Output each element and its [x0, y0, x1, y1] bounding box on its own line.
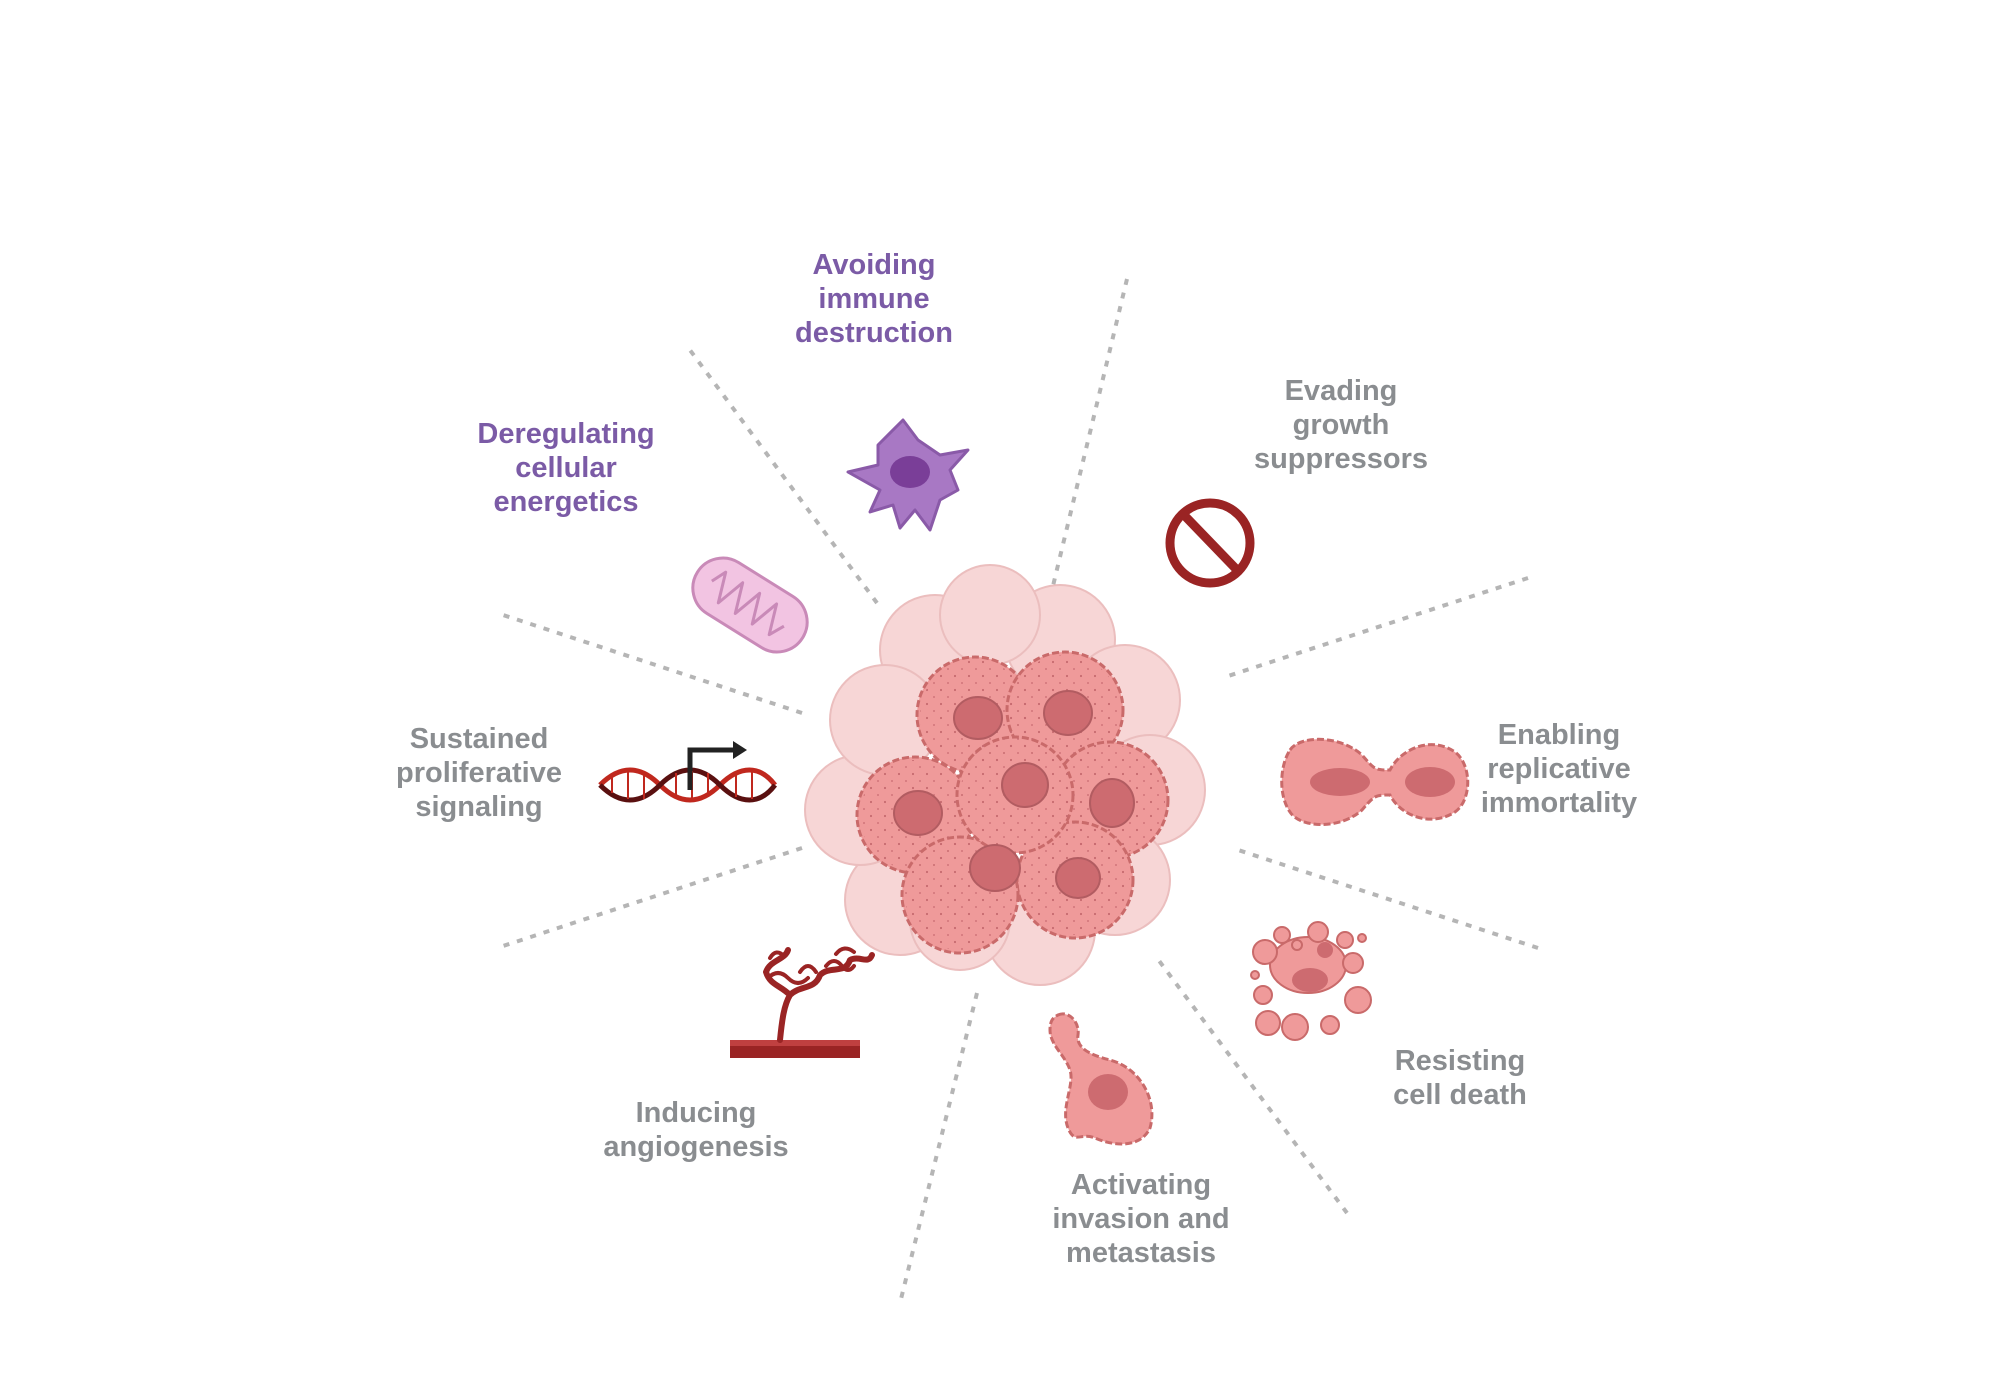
apoptotic-cell-icon [1250, 921, 1372, 1041]
divider-line [496, 611, 803, 715]
migrating-cell-icon [1048, 1012, 1154, 1146]
divider-line [1050, 278, 1129, 591]
blood-vessel-icon [730, 946, 875, 1058]
divider-line [1221, 576, 1529, 680]
label-enabling-replicative-immortality: Enabling replicative immortality [1480, 719, 1638, 819]
label-deregulating-cellular-energetics: Deregulating cellular energetics [477, 418, 655, 518]
immune-cell-icon [846, 418, 970, 532]
mitochondrion-icon [691, 556, 809, 654]
divider-line [685, 344, 879, 605]
divider-line [1231, 846, 1539, 950]
tumor-cluster-icon [804, 564, 1206, 986]
label-resisting-cell-death: Resisting cell death [1393, 1045, 1527, 1111]
prohibited-icon [1165, 498, 1255, 588]
dna-promoter-icon [598, 741, 777, 803]
label-activating-invasion-and-metastasis: Activating invasion and metastasis [1052, 1169, 1230, 1269]
divider-lines [496, 278, 1539, 1304]
divider-line [898, 992, 979, 1304]
dividing-cell-icon [1280, 737, 1470, 826]
divider-line [1155, 956, 1349, 1215]
label-evading-growth-suppressors: Evading growth suppressors [1253, 375, 1429, 475]
label-avoiding-immune-destruction: Avoiding immune destruction [795, 249, 953, 349]
divider-line [496, 846, 803, 950]
label-inducing-angiogenesis: Inducing angiogenesis [603, 1097, 789, 1163]
label-sustained-proliferative-signaling: Sustained proliferative signaling [396, 723, 562, 823]
